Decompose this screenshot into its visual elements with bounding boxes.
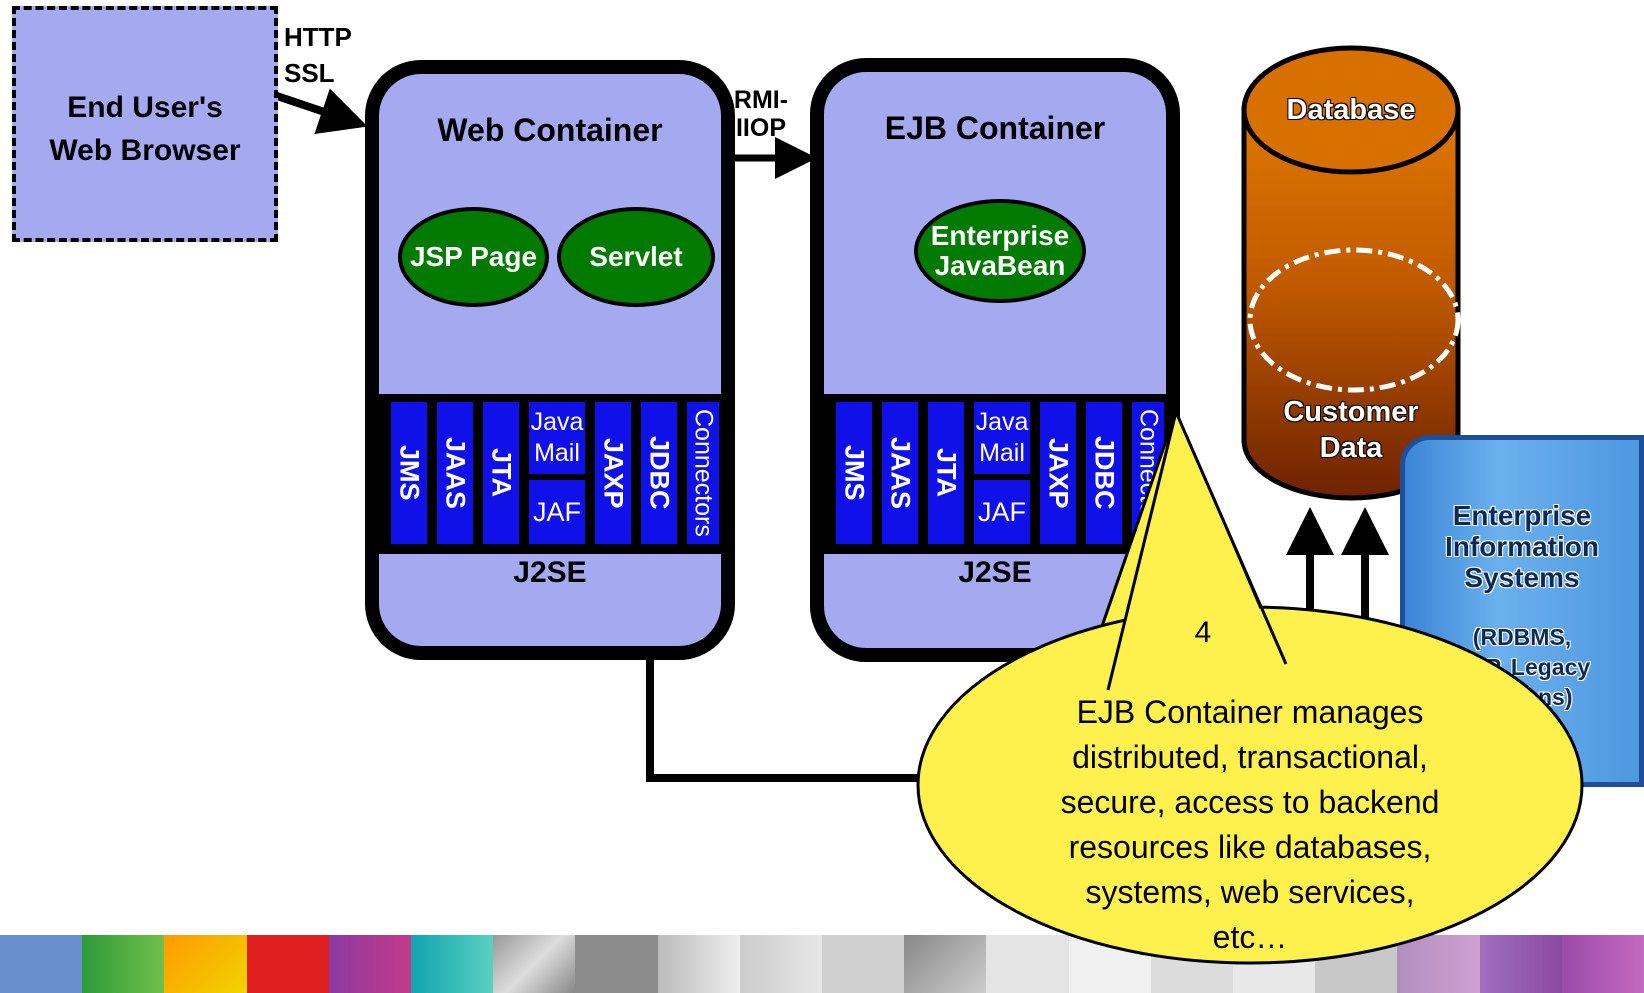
eis-line3: Systems (1464, 562, 1580, 593)
javamail-line1: Java (530, 408, 584, 436)
ejb-api-jaxp: JAXP (1040, 402, 1076, 544)
ssl-label: SSL (284, 58, 335, 88)
browser-line1: End User's (67, 91, 223, 124)
ejb-j2se-label: J2SE (958, 556, 1032, 589)
jsp-page-component: JSP Page (398, 207, 549, 307)
callout-line4: resources like databases, (1068, 829, 1432, 865)
callout-line5: systems, web services, (1085, 874, 1415, 910)
web-browser-box (12, 6, 278, 242)
customer-data-label: Customer Data (1236, 394, 1466, 466)
ejb-container-title: EJB Container (884, 110, 1106, 146)
rmi-line2: IIOP (735, 114, 786, 142)
callout-number: 4 (1194, 616, 1212, 649)
callout-line1: EJB Container manages (1076, 694, 1424, 730)
web-browser-label: End User's Web Browser (12, 86, 278, 172)
footer-image-strip (0, 935, 1644, 993)
web-j2se-label: J2SE (513, 556, 587, 589)
database-title: Database (1286, 94, 1416, 126)
callout-line6: etc… (1212, 919, 1288, 955)
javamail-line2: Mail (534, 439, 580, 467)
ejb-api-jaas: JAAS (882, 402, 918, 544)
ejb-api-jdbc: JDBC (1086, 402, 1122, 544)
ejb-javamail-line2: Mail (979, 439, 1025, 467)
web-container: Web Container JSP Page Servlet JMS JAAS … (365, 60, 735, 660)
web-api-jaf: JAF (529, 480, 585, 544)
web-api-jms: JMS (391, 402, 427, 544)
web-api-jaxp: JAXP (595, 402, 631, 544)
ejb-api-jaf: JAF (974, 480, 1030, 544)
customer-data-line2: Data (1319, 432, 1383, 464)
servlet-component: Servlet (557, 207, 715, 307)
web-api-connectors: Connectors (687, 402, 719, 544)
web-api-jaas: JAAS (437, 402, 473, 544)
rmi-iiop-label: RMI- IIOP (726, 86, 796, 142)
eis-line1: Enterprise (1452, 500, 1592, 531)
web-container-title: Web Container (437, 112, 663, 148)
ejb-api-jta: JTA (928, 402, 964, 544)
customer-data-ellipse (1247, 247, 1461, 393)
ejb-line2: JavaBean (934, 250, 1066, 281)
ejb-javamail-line1: Java (975, 408, 1029, 436)
eis-title: Enterprise Information Systems (1400, 500, 1644, 593)
customer-data-line1: Customer (1283, 396, 1419, 428)
callout-line3: secure, access to backend (1060, 784, 1440, 820)
callout-text: EJB Container manages distributed, trans… (990, 690, 1510, 960)
web-api-jdbc: JDBC (641, 402, 677, 544)
rmi-line1: RMI- (733, 86, 789, 114)
http-label: HTTP (284, 22, 352, 52)
eis-line4: (RDBMS, (1472, 624, 1572, 650)
browser-line2: Web Browser (49, 134, 241, 167)
ejb-api-jms: JMS (836, 402, 872, 544)
web-api-jta: JTA (483, 402, 519, 544)
callout-line2: distributed, transactional, (1072, 739, 1428, 775)
ejb-line1: Enterprise (930, 220, 1070, 251)
eis-line2: Information (1445, 531, 1599, 562)
http-arrow (272, 88, 368, 134)
